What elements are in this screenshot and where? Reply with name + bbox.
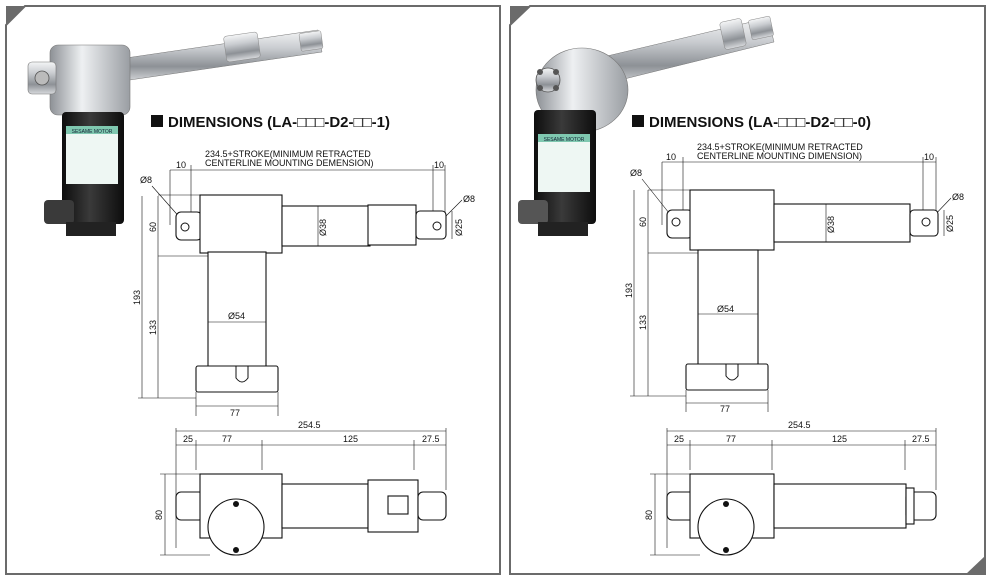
panel-1-corner: [6, 6, 25, 25]
dim-254-5-1: 254.5: [298, 420, 321, 430]
stroke-note-2b: CENTERLINE MOUNTING DIMENSION): [697, 151, 862, 161]
top-view-2: 254.5 25 77 125 27.5 80: [644, 420, 937, 556]
panel-1-title: DIMENSIONS (LA-□□□-D2-□□-1): [168, 114, 390, 131]
dim-77-1: 77: [222, 434, 232, 444]
dim-phi38-1: Ø38: [318, 219, 328, 236]
actuator-photo-1: SESAME MOTOR: [27, 29, 324, 236]
dim-phi25-2: Ø25: [945, 215, 955, 232]
dim-phi8-right-2: Ø8: [952, 192, 964, 202]
dim-phi25-1: Ø25: [454, 219, 464, 236]
stroke-note-2a: 234.5+STROKE(MINIMUM RETRACTED: [697, 142, 863, 152]
dim-phi38-2: Ø38: [826, 216, 836, 233]
dim-10-left-2: 10: [666, 152, 676, 162]
dim-133-1: 133: [148, 320, 158, 335]
panel-2-corner-br: [966, 556, 985, 574]
dim-125-2: 125: [832, 434, 847, 444]
panel-1: SESAME MOTOR DIMENSIONS (LA-□□□-D2-□□-1)…: [5, 5, 501, 575]
panel-2-corner: [510, 6, 530, 25]
title-bullet-2: [632, 115, 644, 127]
photo-label-1: SESAME MOTOR: [72, 129, 113, 135]
dim-77-bottom-2: 77: [720, 404, 730, 414]
panel-1-frame: [5, 5, 501, 575]
dim-phi8-left-1: Ø8: [140, 175, 152, 185]
title-bullet-1: [151, 115, 163, 127]
dim-193-1: 193: [132, 290, 142, 305]
side-view-2: 234.5+STROKE(MINIMUM RETRACTED CENTERLIN…: [624, 142, 964, 414]
stroke-note-1a: 234.5+STROKE(MINIMUM RETRACTED: [205, 149, 371, 159]
dim-193-2: 193: [624, 283, 634, 298]
stroke-note-1b: CENTERLINE MOUNTING DEMENSION): [205, 158, 374, 168]
dim-77-2: 77: [726, 434, 736, 444]
dim-10-right-2: 10: [924, 152, 934, 162]
panel-2: SESAME MOTOR DIMENSIONS (LA-□□□-D2-□□-0)…: [509, 5, 986, 575]
dim-80-2: 80: [644, 510, 654, 520]
dim-27-5-2: 27.5: [912, 434, 930, 444]
dim-10-left-1: 10: [176, 160, 186, 170]
dim-phi8-right-1: Ø8: [463, 194, 475, 204]
panel-2-title: DIMENSIONS (LA-□□□-D2-□□-0): [649, 114, 871, 131]
dim-60-2: 60: [638, 217, 648, 227]
dim-phi54-1: Ø54: [228, 311, 245, 321]
side-view-1: 234.5+STROKE(MINIMUM RETRACTED CENTERLIN…: [132, 149, 475, 418]
dim-77-bottom-1: 77: [230, 408, 240, 418]
dim-133-2: 133: [638, 315, 648, 330]
dim-25-1: 25: [183, 434, 193, 444]
photo-label-2: SESAME MOTOR: [544, 137, 585, 143]
dim-80-1: 80: [154, 510, 164, 520]
dim-125-1: 125: [343, 434, 358, 444]
dim-254-5-2: 254.5: [788, 420, 811, 430]
dim-27-5-1: 27.5: [422, 434, 440, 444]
dim-phi8-left-2: Ø8: [630, 168, 642, 178]
dim-10-right-1: 10: [434, 160, 444, 170]
dim-60-1: 60: [148, 222, 158, 232]
actuator-photo-2: SESAME MOTOR: [518, 16, 775, 236]
dim-25-2: 25: [674, 434, 684, 444]
top-view-1: 254.5 25 77 125 27.5 80: [154, 420, 447, 556]
dim-phi54-2: Ø54: [717, 304, 734, 314]
